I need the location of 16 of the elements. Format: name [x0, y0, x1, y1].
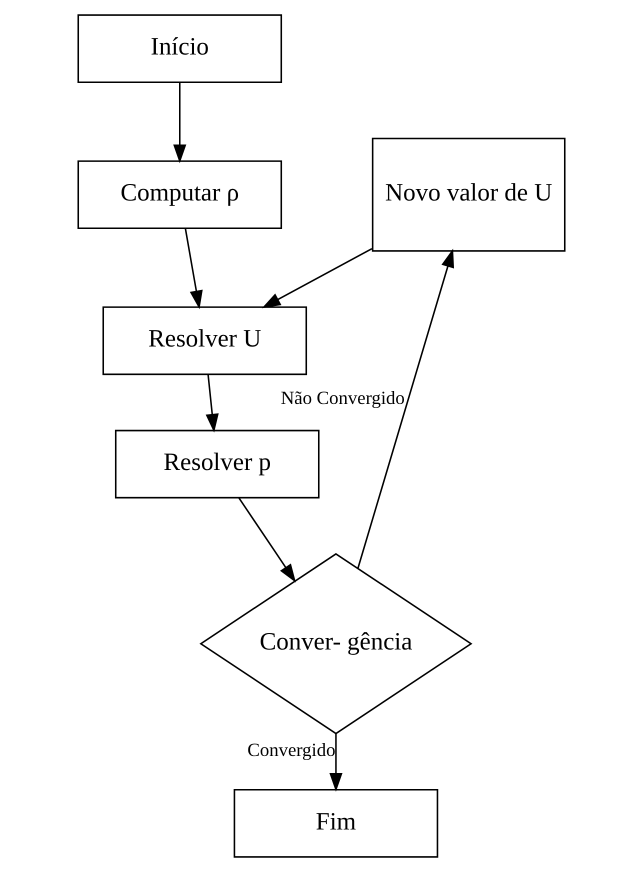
- node-box: Fim: [234, 788, 438, 858]
- arrow: [206, 374, 219, 433]
- node-box: Início: [77, 14, 282, 84]
- edge-label: Convergido: [247, 740, 336, 762]
- arrow: [238, 498, 296, 583]
- node-diamond: Conver- gência: [199, 552, 472, 734]
- node-box: Resolver p: [114, 430, 320, 498]
- arrow: [184, 228, 203, 310]
- arrow: [173, 82, 186, 164]
- arrow: [329, 734, 343, 792]
- arrow: [262, 248, 372, 308]
- node-box: Novo valor de U: [372, 138, 566, 252]
- arrow: [357, 248, 454, 568]
- node-box: Computar ρ: [77, 160, 282, 230]
- edge-label: Não Convergido: [280, 388, 405, 410]
- node-box: Resolver U: [102, 306, 308, 376]
